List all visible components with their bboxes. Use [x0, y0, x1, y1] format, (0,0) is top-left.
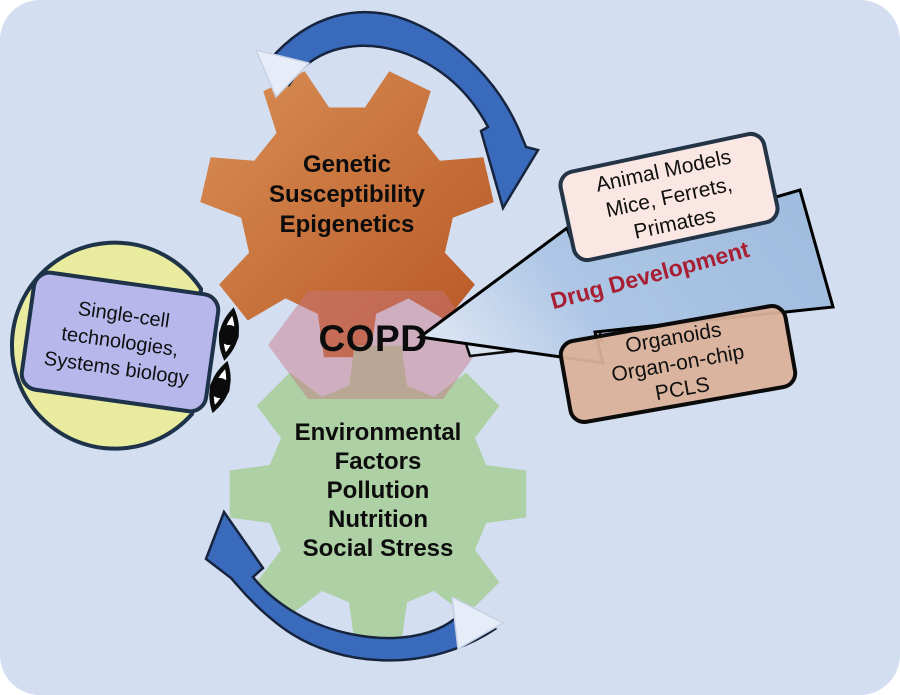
environment-gear: [229, 345, 527, 643]
copd-hexagon: [268, 291, 482, 399]
cycle-arrow-top: [254, 11, 540, 212]
copd-label: COPD: [318, 318, 428, 359]
genetic-gear-label: Genetic Susceptibility Epigenetics: [217, 150, 477, 240]
arrow-tail-fold: [254, 48, 311, 99]
eye-icon: [218, 307, 239, 361]
gear-label-line: Factors: [334, 448, 422, 475]
gear-label-line: Epigenetics: [279, 211, 415, 238]
gear-label-line: Environmental: [294, 419, 462, 446]
gear-label-line: Nutrition: [328, 506, 428, 533]
single-cell-box: Single-cell technologies, Systems biolog…: [17, 268, 223, 416]
genetic-gear: [200, 71, 494, 358]
environment-gear-label: Environmental Factors Pollution Nutritio…: [248, 418, 508, 563]
cycle-arrow-bottom: [204, 509, 505, 662]
eye-icon: [209, 360, 231, 414]
arrow-tail-fold: [451, 595, 505, 651]
gear-label-line: Social Stress: [302, 535, 454, 562]
gear-label-line: Genetic: [302, 151, 392, 178]
gear-label-line: Susceptibility: [268, 181, 426, 208]
gear-label-line: Pollution: [326, 477, 430, 504]
